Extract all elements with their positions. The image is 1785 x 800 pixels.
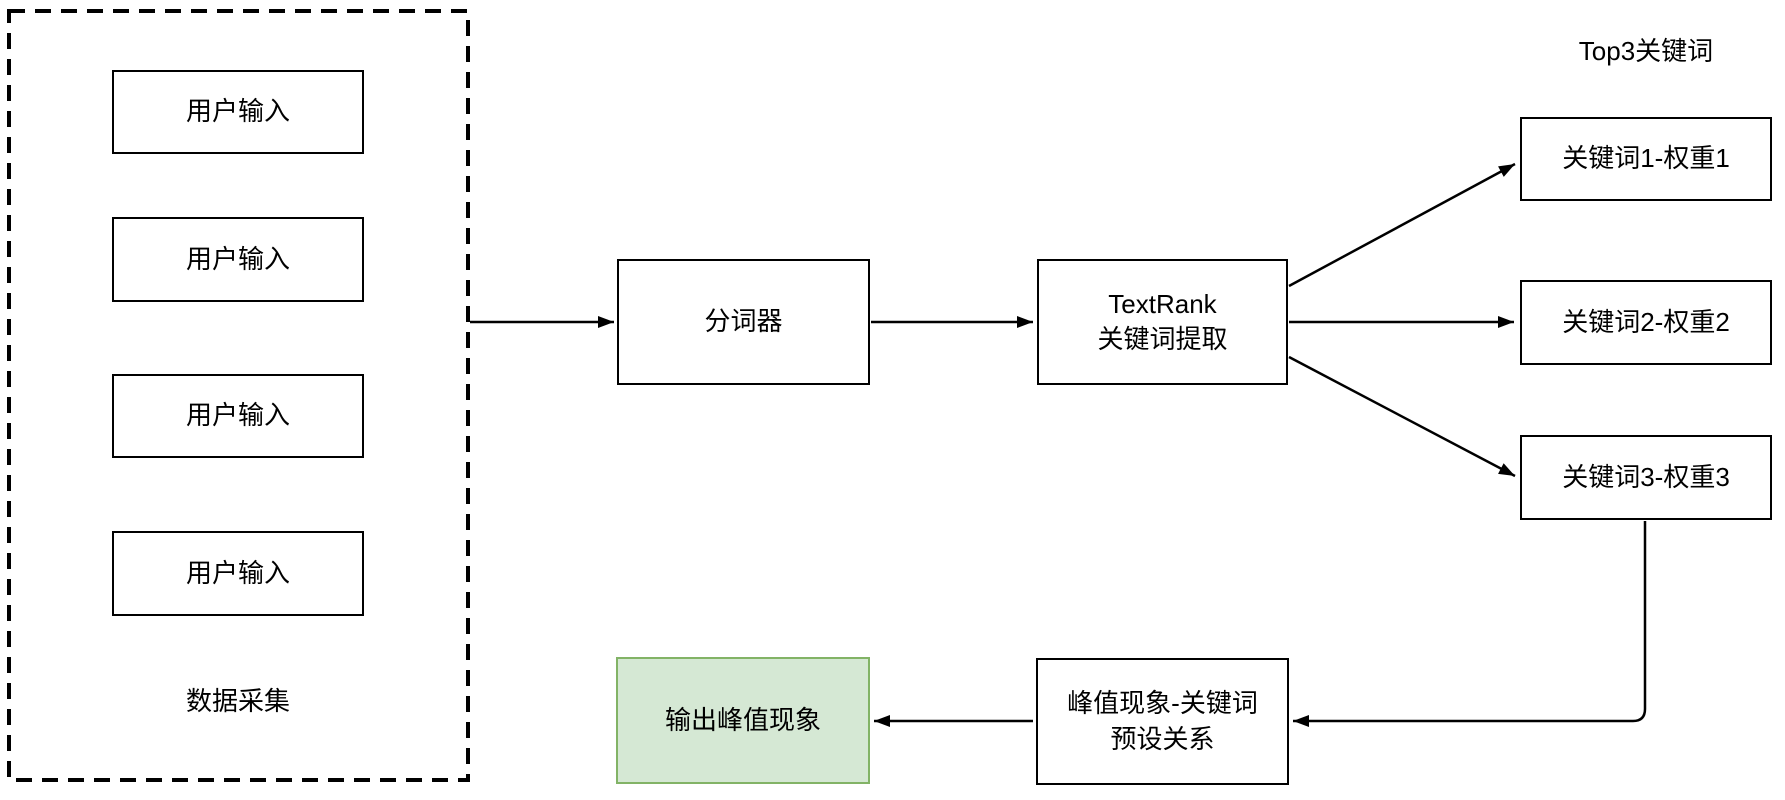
keyword2-node[interactable]: 关键词2-权重2: [1520, 280, 1772, 365]
user-input-label: 用户输入: [185, 400, 290, 431]
user-input-label: 用户输入: [185, 557, 290, 588]
mapping-node[interactable]: 峰值现象-关键词 预设关系: [1036, 658, 1289, 785]
keyword1-node[interactable]: 关键词1-权重1: [1520, 117, 1772, 201]
output-node[interactable]: 输出峰值现象: [616, 657, 870, 784]
keyword3-node[interactable]: 关键词3-权重3: [1520, 435, 1772, 520]
mapping-label-line2: 预设关系: [1110, 723, 1215, 754]
textrank-label-line2: 关键词提取: [1097, 324, 1228, 354]
output-label: 输出峰值现象: [664, 704, 821, 735]
user-input-node-1[interactable]: 用户输入: [112, 70, 364, 154]
user-input-node-2[interactable]: 用户输入: [112, 217, 364, 302]
keyword3-label: 关键词3-权重3: [1562, 461, 1730, 492]
textrank-label-line1: TextRank: [1108, 288, 1217, 319]
connector-keyword3-to-mapping: [1293, 521, 1647, 727]
keyword1-label: 关键词1-权重1: [1562, 143, 1730, 174]
user-input-label: 用户输入: [185, 96, 290, 127]
connector-textrank-to-keyword1: [1288, 162, 1516, 288]
keyword2-label: 关键词2-权重2: [1562, 306, 1730, 337]
top3-caption: Top3关键词: [1578, 35, 1714, 66]
textrank-node[interactable]: TextRank 关键词提取: [1037, 259, 1288, 385]
connector-textrank-to-keyword3: [1288, 355, 1516, 478]
user-input-node-4[interactable]: 用户输入: [112, 531, 364, 616]
data-collection-group-label: 数据采集: [185, 685, 290, 716]
tokenizer-label: 分词器: [704, 306, 783, 337]
tokenizer-node[interactable]: 分词器: [617, 259, 870, 385]
user-input-label: 用户输入: [185, 243, 290, 274]
mapping-label-line1: 峰值现象-关键词: [1067, 688, 1258, 719]
user-input-node-3[interactable]: 用户输入: [112, 374, 364, 458]
